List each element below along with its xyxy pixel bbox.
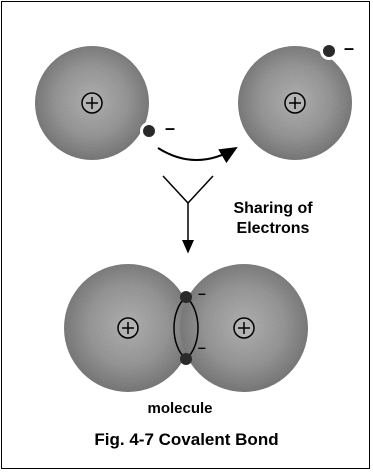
right-electron [320,42,338,60]
right-atom [238,42,352,160]
shared-electron-bottom [180,353,192,365]
left-atom [35,46,158,160]
left-electron-charge: – [165,118,175,138]
right-electron-charge: – [344,38,354,58]
sharing-label-line2: Electrons [218,219,328,239]
shared-top-charge: – [198,285,206,301]
molecule-right-nucleus [234,318,254,338]
molecule [64,264,308,392]
shared-electron-top [180,291,192,303]
left-electron [140,122,158,140]
molecule-label: molecule [120,400,240,417]
shared-bottom-charge: – [198,339,206,355]
right-nucleus [285,93,305,113]
sharing-connector [163,176,213,252]
left-nucleus [82,93,102,113]
electron-transfer-arrow [158,148,236,160]
molecule-left-nucleus [118,318,138,338]
sharing-label-line1: Sharing of [218,199,328,219]
sharing-of-electrons-label: Sharing of Electrons [218,199,328,239]
figure-caption: Fig. 4-7 Covalent Bond [0,430,373,450]
